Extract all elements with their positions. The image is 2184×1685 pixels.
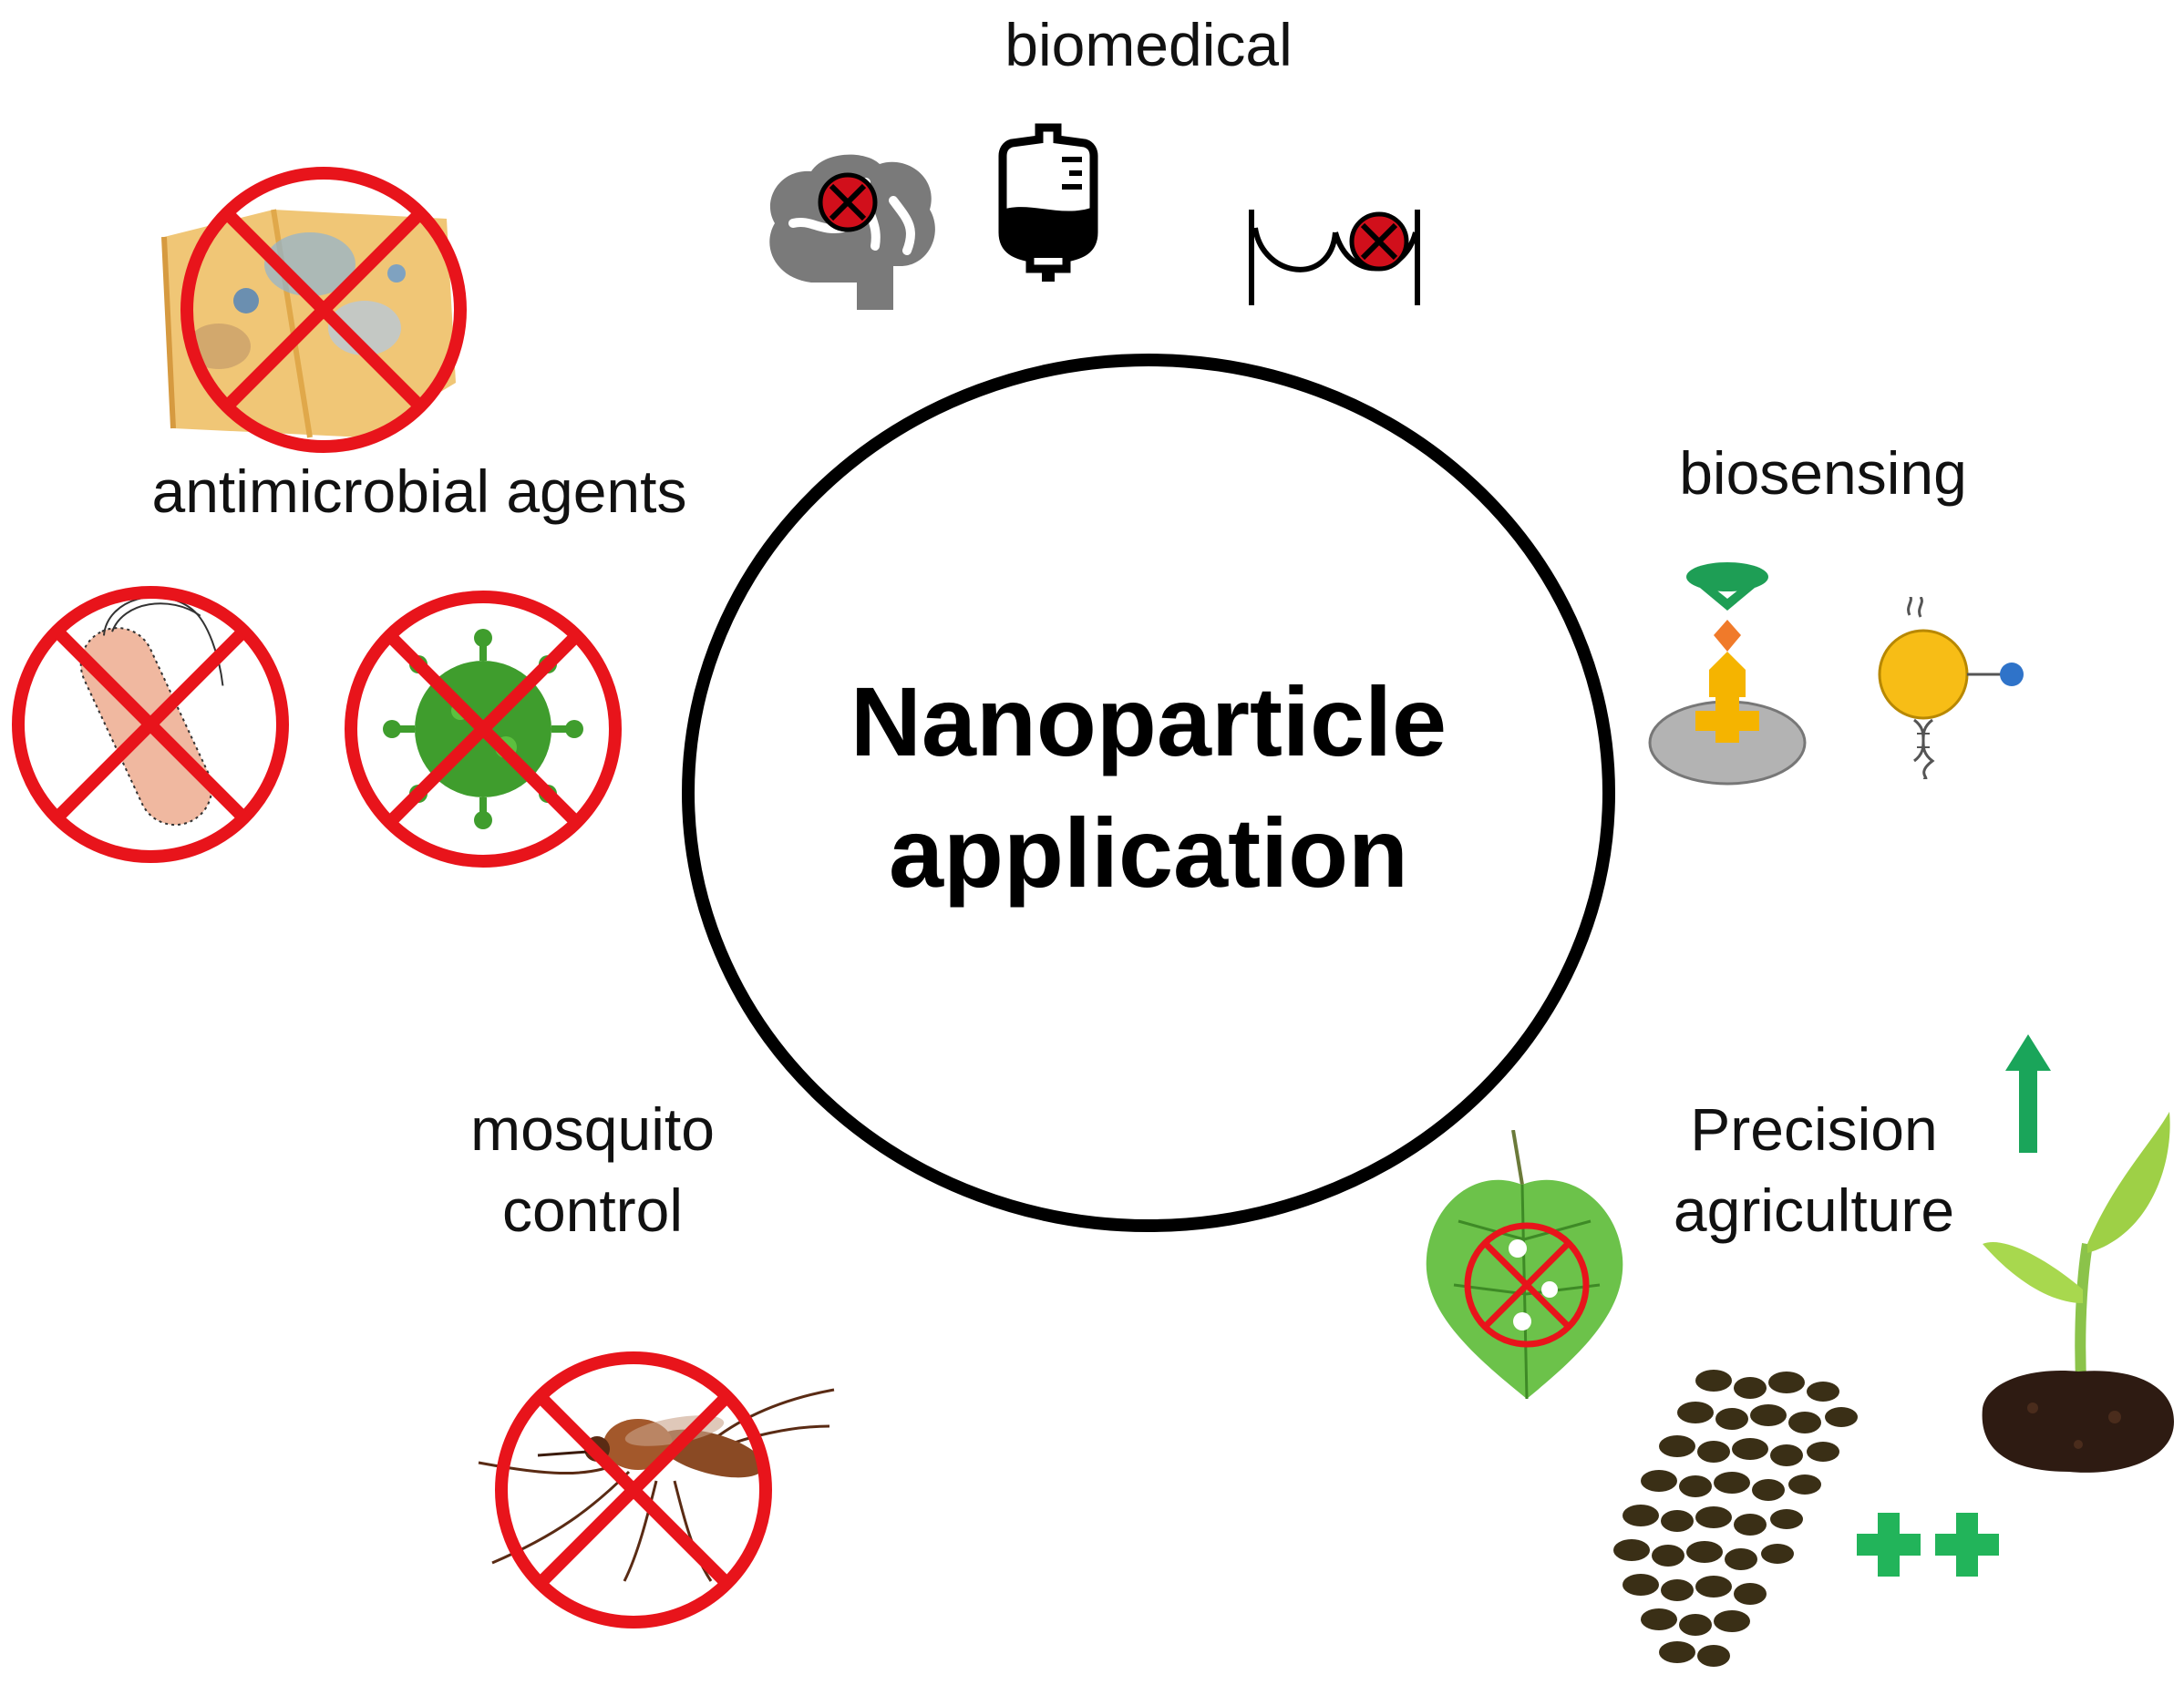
nanoparticle-dna-icon	[1878, 597, 2024, 779]
breast-icon	[1249, 210, 1420, 305]
label-biosensing: biosensing	[1679, 439, 1967, 507]
bacteria-icon	[12, 586, 289, 863]
label-mosquito-line1: mosquito	[470, 1095, 715, 1163]
brain-icon	[769, 154, 935, 310]
plus-plus-icon	[1857, 1513, 1999, 1577]
iv-bag-icon	[998, 123, 1098, 282]
virus-icon	[345, 591, 622, 868]
biosensor-antibody-icon	[1648, 562, 1807, 786]
infected-leaf-icon	[1426, 1130, 1623, 1400]
growth-arrow-icon	[2005, 1034, 2051, 1153]
center-title: Nanoparticle application	[693, 656, 1604, 918]
seeds-icon	[1613, 1370, 1858, 1667]
food-mold-icon	[161, 167, 467, 453]
center-title-line1: Nanoparticle	[850, 666, 1447, 776]
center-title-line2: application	[888, 796, 1409, 908]
label-precision-agriculture: Precision agriculture	[1623, 1089, 2005, 1251]
sprout-icon	[1982, 1112, 2174, 1473]
label-biomedical: biomedical	[1004, 11, 1293, 78]
mosquito-icon	[478, 1351, 835, 1628]
label-agriculture-line1: Precision	[1690, 1095, 1938, 1163]
label-agriculture-line2: agriculture	[1673, 1176, 1955, 1245]
label-mosquito-line2: control	[501, 1176, 684, 1245]
label-mosquito-control: mosquito control	[419, 1089, 766, 1251]
center-circle	[682, 354, 1615, 1232]
label-antimicrobial: antimicrobial agents	[151, 457, 687, 525]
